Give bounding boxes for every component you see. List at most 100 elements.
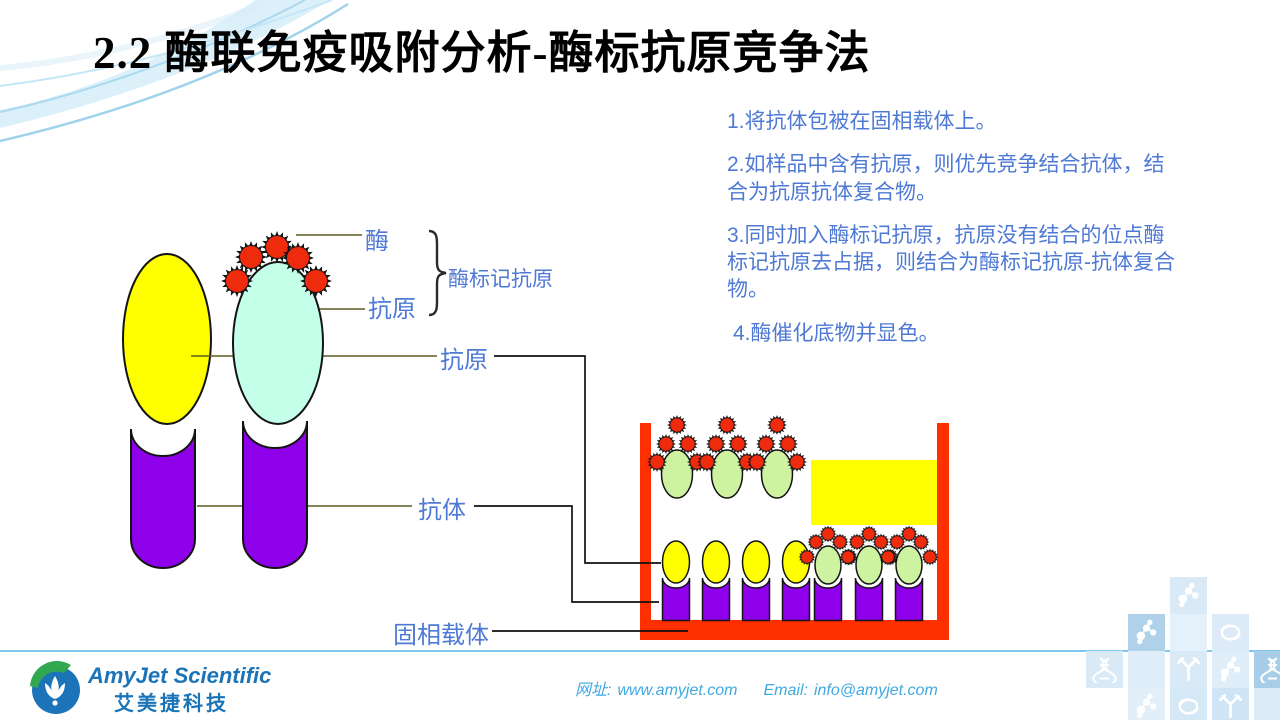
free-antigen-ellipse — [660, 449, 694, 499]
enzyme-ball-icon — [719, 417, 735, 433]
enzyme-ball-icon — [821, 527, 835, 541]
enzyme-ball-icon — [809, 535, 823, 549]
mosaic-molecule-tile — [1212, 651, 1249, 688]
step-item: 3.同时加入酶标记抗原，抗原没有结合的位点酶标记抗原去占据，则结合为酶标记抗原-… — [727, 223, 1175, 302]
amyjet-logo-icon — [30, 661, 80, 714]
enzyme-ball-icon — [286, 246, 310, 270]
enzyme-ball-icon — [881, 550, 895, 564]
bound-enzyme-labeled-antigens — [814, 545, 923, 585]
antibody-cylinder — [741, 577, 771, 622]
well-right-wall — [937, 423, 949, 640]
antibody-cylinder — [813, 577, 843, 622]
free-antigen-ellipse — [710, 449, 744, 499]
well-carrier — [640, 423, 949, 640]
brand-name-en: AmyJet Scientific — [88, 663, 272, 688]
label-antibody: 抗体 — [418, 497, 466, 524]
wave-decoration — [0, 0, 349, 143]
antigen-ellipse — [122, 253, 212, 425]
free-antigen-ellipse — [760, 449, 794, 499]
enzyme-ball-icon — [708, 436, 724, 452]
logo-petal — [45, 683, 55, 699]
procedure-steps: 1.将抗体包被在固相载体上。 2.如样品中含有抗原，则优先竞争结合抗体，结合为抗… — [727, 108, 1175, 363]
enzyme-ball-icon — [699, 454, 715, 470]
antigen-ellipse — [741, 540, 771, 584]
website-url: www.amyjet.com — [617, 682, 738, 699]
enzyme-ball-icon — [914, 535, 928, 549]
logo-dot — [52, 700, 58, 706]
wave-line — [0, 1, 264, 71]
wave-shape — [0, 0, 330, 128]
enzyme-ball-icon — [890, 535, 904, 549]
wave-line — [0, 0, 333, 87]
enzyme-ball-icon — [758, 436, 774, 452]
logo-petal — [51, 676, 59, 699]
antibody-cylinder — [854, 577, 884, 622]
email-address: info@amyjet.com — [813, 682, 938, 699]
mosaic-blank-tile — [1254, 688, 1280, 720]
mosaic-dna-tile — [1086, 651, 1123, 688]
website-label: 网址: — [575, 682, 612, 699]
enzyme-ball-icon — [304, 269, 328, 293]
page-title: 2.2 酶联免疫吸附分析-酶标抗原竞争法 — [93, 28, 871, 78]
free-enzyme-labeled-antigens — [660, 449, 794, 499]
brace — [428, 229, 447, 317]
bound-antigens — [661, 540, 811, 584]
bound-antigen-ellipse — [814, 545, 842, 585]
mosaic-antibody-tile — [1170, 651, 1207, 688]
enzyme-ball-icon — [902, 527, 916, 541]
labeled-antigen-ellipse — [232, 261, 324, 425]
well-left-wall — [640, 423, 651, 640]
footer-divider — [0, 650, 1280, 652]
enzyme-ball-icon — [239, 245, 263, 269]
science-mosaic — [1086, 577, 1280, 720]
connector-lines — [474, 355, 688, 632]
well-bottom — [640, 620, 949, 640]
step-item: 2.如样品中含有抗原，则优先竞争结合抗体，结合为抗原抗体复合物。 — [727, 153, 1165, 204]
enzyme-ball-icon — [265, 235, 289, 259]
enzyme-ball-icon — [841, 550, 855, 564]
wave-line — [0, 2, 349, 143]
bound-antigen-ellipse — [895, 545, 923, 585]
step-item: 1.将抗体包被在固相载体上。 — [727, 110, 997, 133]
mosaic-blank-tile — [1170, 614, 1207, 651]
antigen-ellipse — [701, 540, 731, 584]
mosaic-blank-tile — [1128, 651, 1165, 688]
bound-antigen-ellipse — [855, 545, 883, 585]
enzyme-ball-icon — [874, 535, 888, 549]
enzyme-ball-icon — [658, 436, 674, 452]
antibody-cylinder — [661, 577, 691, 622]
step-item: 4.酶催化底物并显色。 — [733, 321, 940, 345]
enzyme-ball-icon — [730, 436, 746, 452]
enzyme-ball-icon — [789, 454, 805, 470]
substrate-color-block — [811, 460, 937, 525]
antibody-cylinder — [894, 577, 924, 622]
label-solid-phase-carrier: 固相载体 — [393, 622, 489, 649]
enzyme-ball-icon — [833, 535, 847, 549]
enzyme-ball-icon — [769, 417, 785, 433]
mosaic-antibody-tile — [1212, 688, 1249, 720]
enzyme-ball-icon — [923, 550, 937, 564]
free-enzyme-balls — [647, 415, 807, 472]
mosaic-dna-tile — [1254, 651, 1280, 688]
enzyme-ball-icon — [850, 535, 864, 549]
antibody-cylinder — [130, 428, 196, 569]
brand-name-cn: 艾美捷科技 — [114, 693, 229, 715]
label-antigen-of-conjugate: 抗原 — [368, 296, 416, 323]
bound-enzyme-balls — [798, 525, 939, 566]
connector-antigen — [494, 355, 661, 564]
mosaic-protein-tile — [1170, 688, 1207, 720]
label-enzyme: 酶 — [365, 228, 389, 255]
enzyme-ball-icon — [669, 417, 685, 433]
label-antigen: 抗原 — [440, 347, 488, 374]
antibody-cylinder — [701, 577, 731, 622]
antibody-cylinder — [781, 577, 811, 622]
logo-green-arc — [30, 661, 71, 688]
enzyme-ball-icon — [800, 550, 814, 564]
antibody-cylinder — [242, 420, 308, 569]
mosaic-molecule-tile — [1128, 688, 1165, 720]
enzyme-balls-large — [221, 231, 332, 297]
mosaic-molecule-tile — [1128, 614, 1165, 651]
